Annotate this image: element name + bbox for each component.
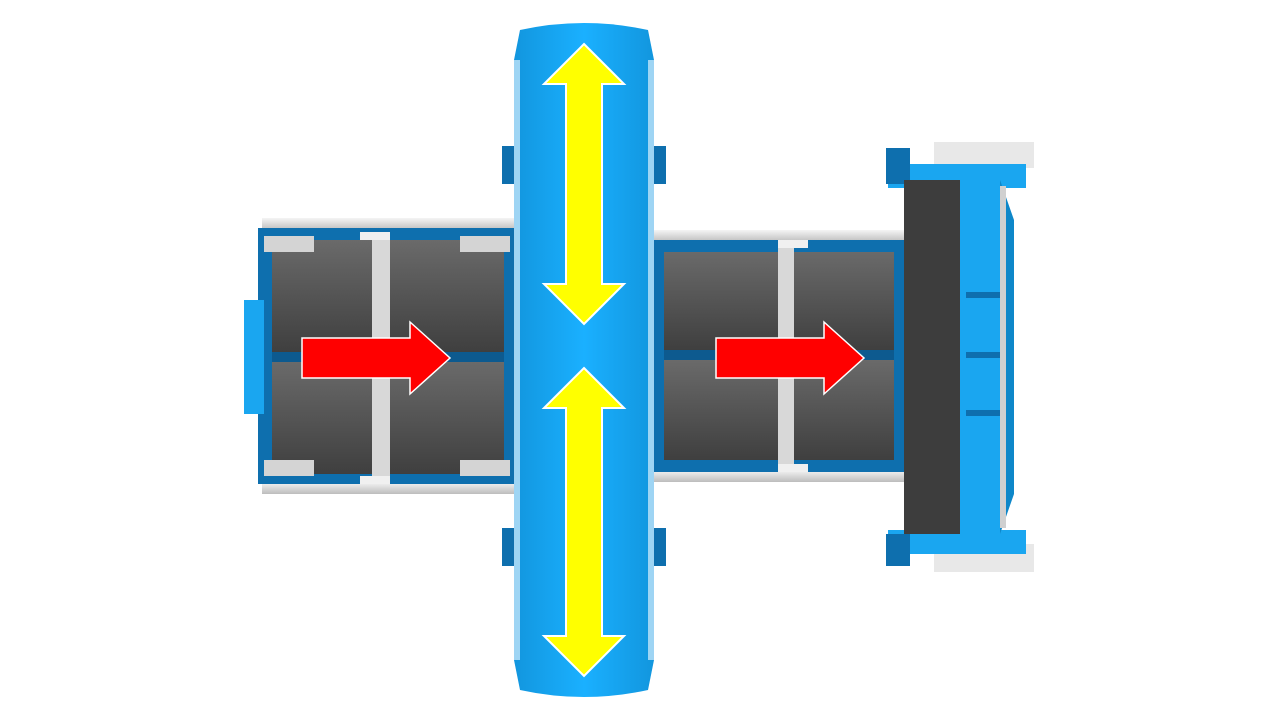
end-station-top-bracket bbox=[934, 142, 1034, 168]
end-station-bottom-tab bbox=[886, 534, 910, 566]
flow-arrow-left-conveyor bbox=[301, 320, 452, 396]
end-station-rib-3 bbox=[966, 410, 1000, 416]
left-conveyor bbox=[244, 218, 518, 494]
transfer-cart-right-edge bbox=[648, 60, 654, 660]
right-conveyor-bottom-rail bbox=[652, 470, 908, 482]
cross-arrow-upper bbox=[541, 42, 627, 326]
left-conveyor-end-plate bbox=[244, 300, 264, 414]
transfer-cart-body bbox=[514, 23, 654, 697]
right-conveyor bbox=[652, 230, 908, 482]
right-conveyor-crossbar-cap-top bbox=[778, 240, 808, 248]
left-conveyor-pad-tr bbox=[460, 236, 510, 252]
left-conveyor-pad-tl bbox=[264, 236, 314, 252]
left-conveyor-crossbar-cap-bottom bbox=[360, 476, 390, 484]
left-conveyor-crossbar-cap-top bbox=[360, 232, 390, 240]
right-conveyor-crossbar-cap-bottom bbox=[778, 464, 808, 472]
left-conveyor-bottom-rail bbox=[262, 482, 518, 494]
cross-arrows bbox=[541, 42, 627, 678]
end-station bbox=[886, 142, 1034, 572]
left-conveyor-pad-br bbox=[460, 460, 510, 476]
left-conveyor-top-rail bbox=[262, 218, 518, 230]
transfer-cart-left-edge bbox=[514, 60, 520, 660]
end-station-body bbox=[904, 180, 964, 534]
flow-arrows bbox=[301, 320, 866, 396]
left-conveyor-pad-bl bbox=[264, 460, 314, 476]
right-conveyor-top-rail bbox=[652, 230, 908, 242]
end-station-rib-2 bbox=[966, 352, 1000, 358]
end-station-rib-1 bbox=[966, 292, 1000, 298]
flow-arrow-right-conveyor bbox=[715, 320, 866, 396]
transfer-cart bbox=[502, 23, 666, 697]
end-station-top-tab bbox=[886, 148, 910, 184]
cross-arrow-lower bbox=[541, 366, 627, 678]
end-station-rod bbox=[1000, 186, 1006, 528]
